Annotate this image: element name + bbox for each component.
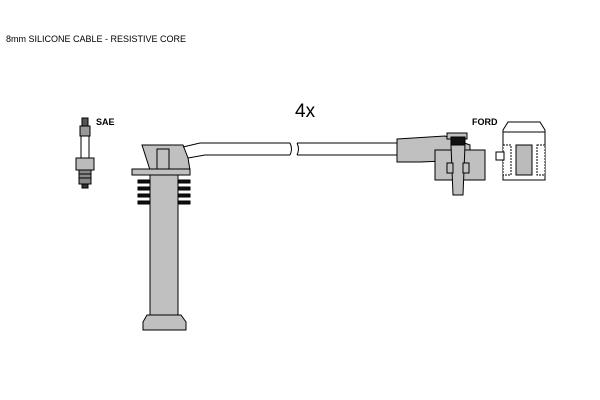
sae-label: SAE bbox=[96, 117, 115, 127]
spark-plug-icon bbox=[75, 117, 95, 189]
ford-label: FORD bbox=[472, 117, 498, 127]
diagram-title: 8mm SILICONE CABLE - RESISTIVE CORE bbox=[6, 34, 187, 44]
spark-plug-boot bbox=[131, 144, 191, 331]
ford-terminal-icon bbox=[495, 121, 546, 181]
quantity-label: 4x bbox=[295, 101, 316, 122]
cable bbox=[182, 142, 398, 159]
coil-boot bbox=[396, 132, 486, 196]
